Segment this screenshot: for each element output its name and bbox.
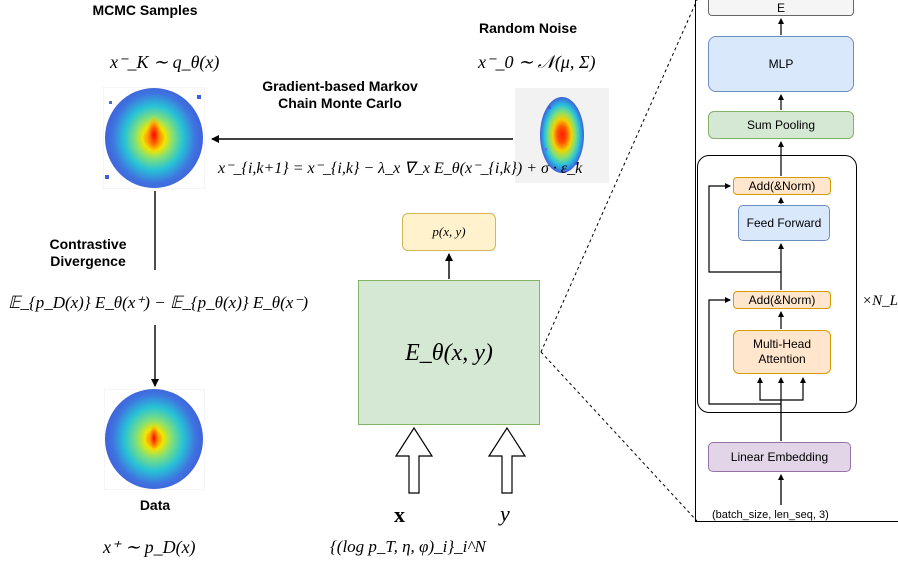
- input-set-label: {(log p_T, η, φ)_i}_i^N: [330, 537, 486, 556]
- input-y-label: y: [500, 501, 510, 526]
- input-set-equation: {(log p_T, η, φ)_i}_i^N: [330, 537, 486, 557]
- input-x-hollow-arrow: [394, 426, 434, 494]
- add-norm-top-box: Add(&Norm): [733, 177, 831, 195]
- cd-eq: 𝔼_{p_D(x)} E_θ(x⁺) − 𝔼_{p_θ(x)} E_θ(x⁻): [8, 293, 308, 312]
- feed-forward-label: Feed Forward: [746, 216, 822, 230]
- input-shape-label: (batch_size, len_seq, 3): [712, 509, 829, 521]
- energy-output-box: E: [708, 0, 854, 16]
- sum-pooling-label: Sum Pooling: [746, 118, 816, 132]
- add-norm-bottom-label: Add(&Norm): [748, 293, 816, 307]
- multi-head-attention-box: Multi-Head Attention: [733, 330, 831, 374]
- feed-forward-box: Feed Forward: [738, 205, 830, 241]
- contrastive-divergence-equation: 𝔼_{p_D(x)} E_θ(x⁺) − 𝔼_{p_θ(x)} E_θ(x⁻): [8, 293, 308, 313]
- data-title: Data: [115, 497, 195, 514]
- gradient-mcmc-label: Gradient-based Markov Chain Monte Carlo: [262, 78, 418, 111]
- sum-pooling-box: Sum Pooling: [708, 111, 854, 139]
- random-noise-label: Random Noise: [478, 20, 577, 36]
- energy-output-label: E: [776, 0, 785, 15]
- repeat-label: ×N_L: [862, 293, 898, 309]
- update-eq: x⁻_{i,k+1} = x⁻_{i,k} − λ_x ∇_x E_θ(x⁻_{…: [218, 160, 583, 177]
- mcmc-samples-label: MCMC Samples: [92, 2, 198, 18]
- input-x-label: x: [394, 502, 405, 527]
- data-equation: x⁺ ∼ p_D(x): [103, 537, 196, 558]
- attention-label: Multi-Head Attention: [752, 337, 812, 366]
- mcmc-samples-equation: x⁻_K ∼ q_θ(x): [110, 52, 219, 73]
- zoom-line-bottom: [540, 351, 698, 522]
- data-eq: x⁺ ∼ p_D(x): [103, 537, 196, 557]
- random-noise-equation: x⁻_0 ∼ 𝒩(μ, Σ): [478, 52, 596, 73]
- random-noise-eq: x⁻_0 ∼ 𝒩(μ, Σ): [478, 52, 596, 72]
- data-heatmap: [103, 388, 206, 491]
- add-norm-bottom-box: Add(&Norm): [733, 291, 831, 309]
- gradient-mcmc-title: Gradient-based Markov Chain Monte Carlo: [250, 78, 430, 112]
- random-noise-title: Random Noise: [468, 20, 588, 37]
- mcmc-samples-title: MCMC Samples: [90, 2, 200, 19]
- energy-model-box: E_θ(x, y): [358, 280, 540, 425]
- add-norm-top-label: Add(&Norm): [748, 179, 816, 193]
- joint-density-box: p(x, y): [402, 213, 496, 251]
- joint-density-label: p(x, y): [432, 224, 466, 239]
- mlp-box: MLP: [708, 36, 854, 92]
- linear-embedding-box: Linear Embedding: [708, 442, 851, 472]
- transformer-block-frame: [697, 155, 857, 413]
- repeat-count: ×N_L: [862, 293, 898, 310]
- input-y-hollow-arrow: [487, 426, 527, 494]
- contrastive-label: Contrastive Divergence: [49, 236, 127, 269]
- mlp-label: MLP: [768, 57, 794, 71]
- mcmc-samples-eq: x⁻_K ∼ q_θ(x): [110, 52, 220, 72]
- mcmc-samples-heatmap: [102, 86, 206, 190]
- contrastive-divergence-title: Contrastive Divergence: [28, 236, 148, 270]
- embedding-label: Linear Embedding: [730, 450, 829, 464]
- langevin-update-equation: x⁻_{i,k+1} = x⁻_{i,k} − λ_x ∇_x E_θ(x⁻_{…: [218, 158, 582, 178]
- energy-model-label: E_θ(x, y): [405, 339, 493, 366]
- data-label: Data: [139, 497, 171, 513]
